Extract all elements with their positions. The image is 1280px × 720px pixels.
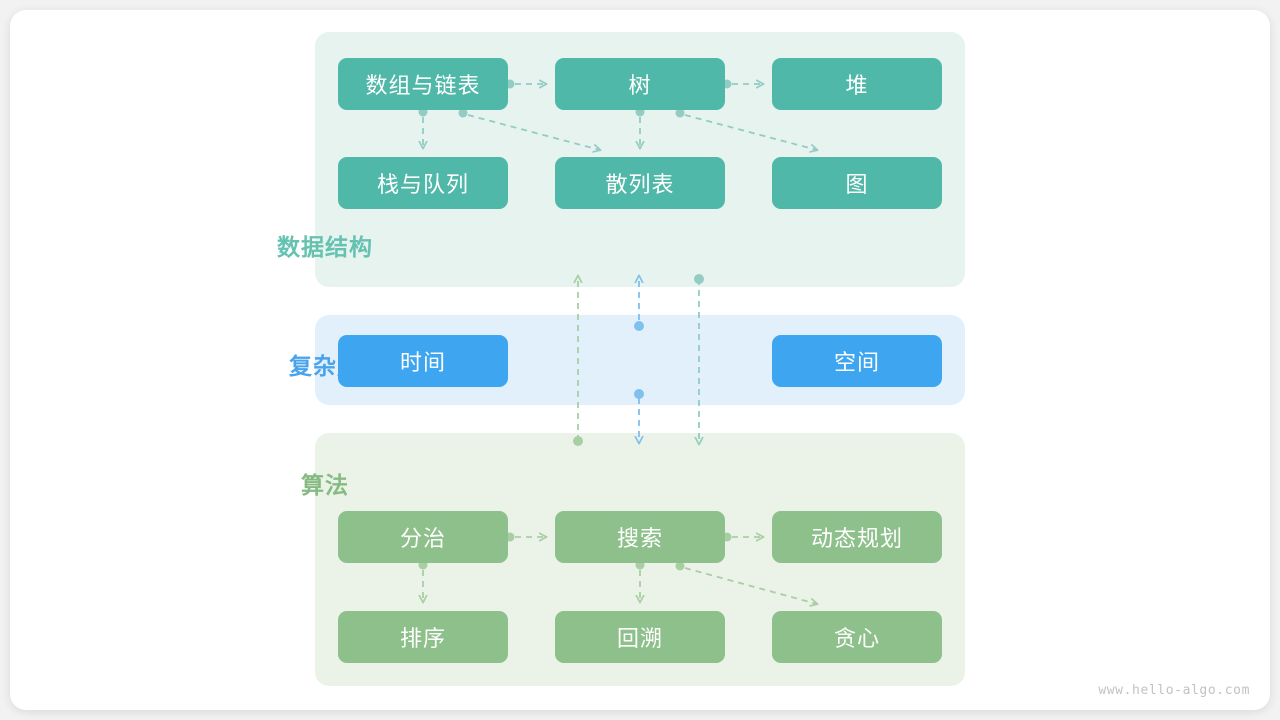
node-heap[interactable]: 堆: [772, 58, 942, 110]
node-divide-conquer[interactable]: 分治: [338, 511, 508, 563]
node-search[interactable]: 搜索: [555, 511, 725, 563]
node-time[interactable]: 时间: [338, 335, 508, 387]
node-hash-table[interactable]: 散列表: [555, 157, 725, 209]
section-title-data-structures: 数据结构: [277, 234, 373, 260]
node-sorting[interactable]: 排序: [338, 611, 508, 663]
section-title-algorithms: 算法: [301, 472, 349, 498]
node-graph[interactable]: 图: [772, 157, 942, 209]
node-tree[interactable]: 树: [555, 58, 725, 110]
node-space[interactable]: 空间: [772, 335, 942, 387]
node-greedy[interactable]: 贪心: [772, 611, 942, 663]
node-array-linkedlist[interactable]: 数组与链表: [338, 58, 508, 110]
node-backtracking[interactable]: 回溯: [555, 611, 725, 663]
watermark-url: www.hello-algo.com: [1098, 683, 1250, 698]
section-title-complexity: 复杂度: [289, 353, 361, 379]
node-stack-queue[interactable]: 栈与队列: [338, 157, 508, 209]
node-dynamic-programming[interactable]: 动态规划: [772, 511, 942, 563]
